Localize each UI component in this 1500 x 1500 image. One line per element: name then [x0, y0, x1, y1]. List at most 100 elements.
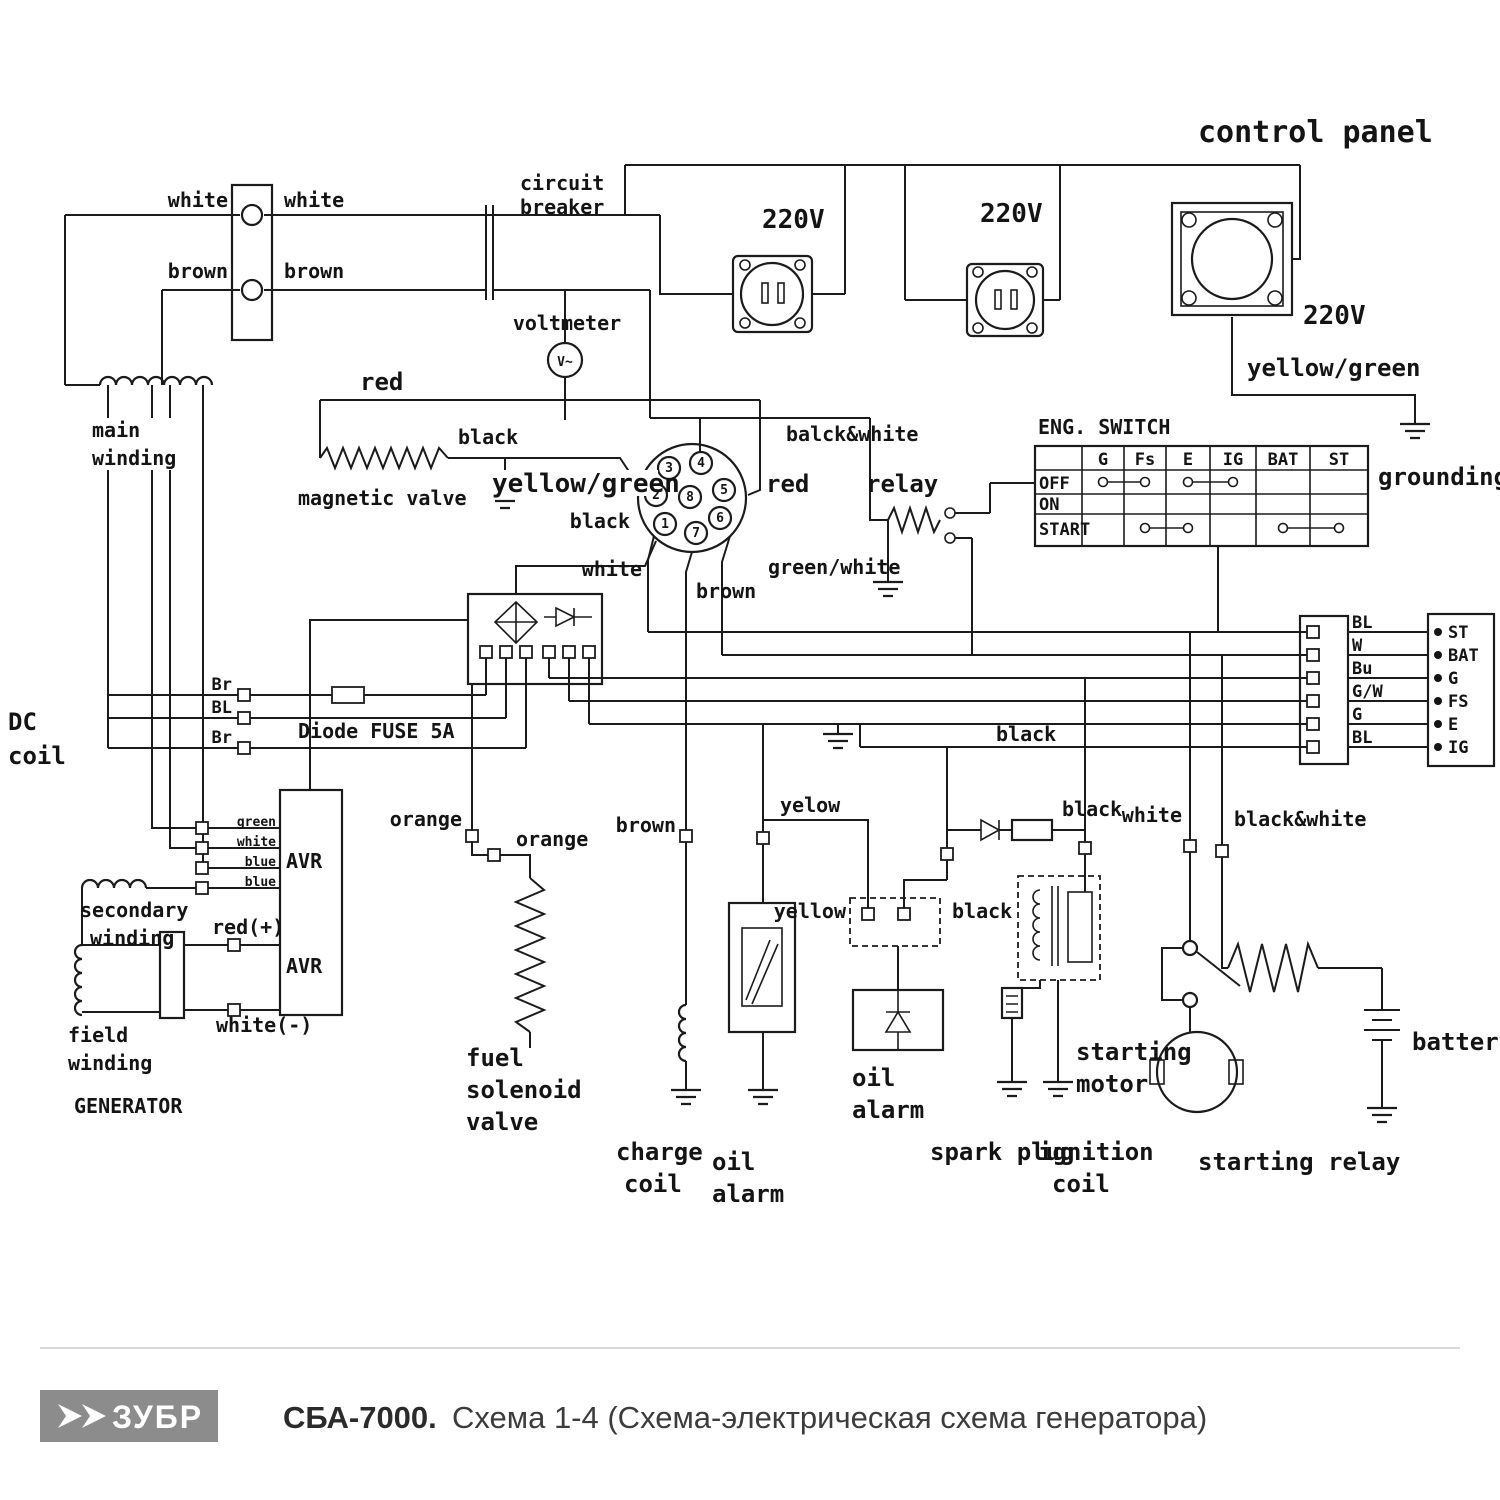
label-starting-motor-2: motor — [1076, 1070, 1148, 1098]
eng-switch-text: G Fs E IG BAT ST OFF ON START — [1039, 450, 1349, 540]
terminal-pin-label: FS — [1448, 692, 1468, 712]
diagram-labels: control panel white white brown brown ci… — [8, 115, 1500, 1208]
pin-number: 7 — [692, 526, 700, 541]
avr-pin-green: green — [237, 815, 276, 830]
inline-connectors — [465, 829, 1229, 862]
label-brown-conn: brown — [696, 579, 756, 603]
label-secondary-2: winding — [90, 926, 174, 950]
label-yellow-green-right: yellow/green — [1247, 354, 1420, 382]
ground-icon — [1365, 1106, 1399, 1124]
label-yellow-green-center: yellow/green — [492, 469, 680, 499]
charge-coil-symbol — [677, 1003, 687, 1063]
label-avr-1: AVR — [286, 849, 323, 873]
oil-alarm-unit — [851, 988, 945, 1052]
pin-number: 6 — [716, 511, 724, 526]
pin-number: 3 — [665, 461, 673, 476]
eng-col-bat: BAT — [1268, 450, 1299, 470]
eng-switch-contacts — [1097, 476, 1345, 534]
label-bg — [488, 470, 658, 496]
label-orange-1: orange — [390, 807, 462, 831]
pin-number: 5 — [720, 483, 728, 498]
secondary-winding-coil — [80, 878, 148, 889]
label-black-valve: black — [458, 425, 518, 449]
terminal-pin-block — [1426, 612, 1496, 768]
brush-block — [158, 930, 186, 1020]
eng-col-ig: IG — [1223, 450, 1243, 470]
label-orange-2: orange — [516, 827, 588, 851]
label-fuel-1: fuel — [466, 1044, 524, 1072]
eng-switch-table — [1033, 444, 1370, 548]
label-green-white: green/white — [768, 555, 900, 579]
fuel-solenoid-spring — [513, 877, 547, 1033]
label-220v-1: 220V — [762, 205, 825, 235]
label-avr-2: AVR — [286, 954, 323, 978]
eng-row-off: OFF — [1039, 474, 1070, 494]
socket-220v-1 — [731, 254, 814, 334]
label-main-winding-2: winding — [92, 446, 176, 470]
label-fuel-2: solenoid — [466, 1076, 582, 1104]
label-yelow: yelow — [780, 793, 841, 817]
oil-alarm-sensor — [727, 901, 797, 1034]
eng-switch-title: ENG. SWITCH — [1038, 415, 1170, 439]
field-winding-coil — [73, 943, 83, 1017]
socket-220v-2 — [965, 262, 1045, 338]
rectifier-block — [466, 540, 657, 686]
label-yellow: yellow — [774, 899, 847, 923]
wire-color-label: G/W — [1352, 682, 1383, 702]
ground-icon — [669, 1088, 703, 1106]
terminal-pin-label: G — [1448, 669, 1458, 689]
label-brown-left: brown — [168, 259, 228, 283]
label-black-bus: black — [996, 722, 1056, 746]
label-oil-alarm-b2: alarm — [852, 1096, 924, 1124]
voltmeter — [546, 341, 584, 379]
label-ignition-1: ignition — [1038, 1138, 1154, 1166]
spark-plug-symbol — [1000, 986, 1024, 1020]
label-generator: GENERATOR — [74, 1094, 183, 1118]
label-white-conn: white — [582, 557, 642, 581]
eng-col-fs: Fs — [1135, 450, 1155, 470]
label-breaker: breaker — [520, 195, 604, 219]
eng-col-e: E — [1183, 450, 1193, 470]
label-control-panel: control panel — [1198, 115, 1433, 150]
label-br-1: Br — [212, 675, 232, 695]
avr-pin-blue-1: blue — [245, 855, 276, 870]
terminal-pin-label: E — [1448, 715, 1458, 735]
label-bg — [88, 418, 172, 470]
ground-icon — [995, 1080, 1029, 1098]
label-charge-2: coil — [624, 1170, 682, 1198]
label-voltmeter: voltmeter — [513, 311, 621, 335]
eng-col-st: ST — [1329, 450, 1349, 470]
input-connector — [230, 183, 274, 342]
pin-number: 1 — [661, 517, 669, 532]
connector-pin-numbers: 3 4 2 8 5 1 7 6 — [652, 456, 728, 541]
label-brown-low: brown — [616, 813, 676, 837]
label-black-diode: black — [1062, 797, 1122, 821]
circuit-breaker-symbol — [485, 205, 494, 300]
label-main-winding-1: main — [92, 418, 140, 442]
pin-number: 8 — [686, 490, 694, 505]
ground-icon — [746, 1088, 780, 1106]
label-secondary-1: secondary — [80, 898, 188, 922]
wire-color-label: BL — [1352, 613, 1372, 633]
eng-col-g: G — [1098, 450, 1108, 470]
label-balck-white: balck&white — [786, 422, 918, 446]
label-red-plus: red(+) — [212, 915, 284, 939]
terminal-labels: BL W Bu G/W G BL ST BAT G FS E IG — [1352, 613, 1479, 758]
eng-row-on: ON — [1039, 495, 1059, 515]
label-white-left: white — [168, 188, 228, 212]
footer: ЗУБР СБА-7000. Схема 1-4 (Схема-электрич… — [40, 1347, 1460, 1442]
diode-resistor — [980, 818, 1054, 842]
ignition-coil-block — [1017, 875, 1101, 981]
label-fuel-3: valve — [466, 1108, 538, 1136]
wire-color-label: Bu — [1352, 659, 1372, 679]
label-red-pin: red — [766, 470, 809, 498]
avr-pin-white: white — [237, 835, 276, 850]
label-red-top: red — [360, 368, 403, 396]
label-dc-coil-2: coil — [8, 742, 66, 770]
main-winding-coil — [98, 375, 214, 386]
ground-icon — [821, 732, 855, 750]
label-field-2: winding — [68, 1051, 152, 1075]
wire-color-label: W — [1352, 636, 1363, 656]
